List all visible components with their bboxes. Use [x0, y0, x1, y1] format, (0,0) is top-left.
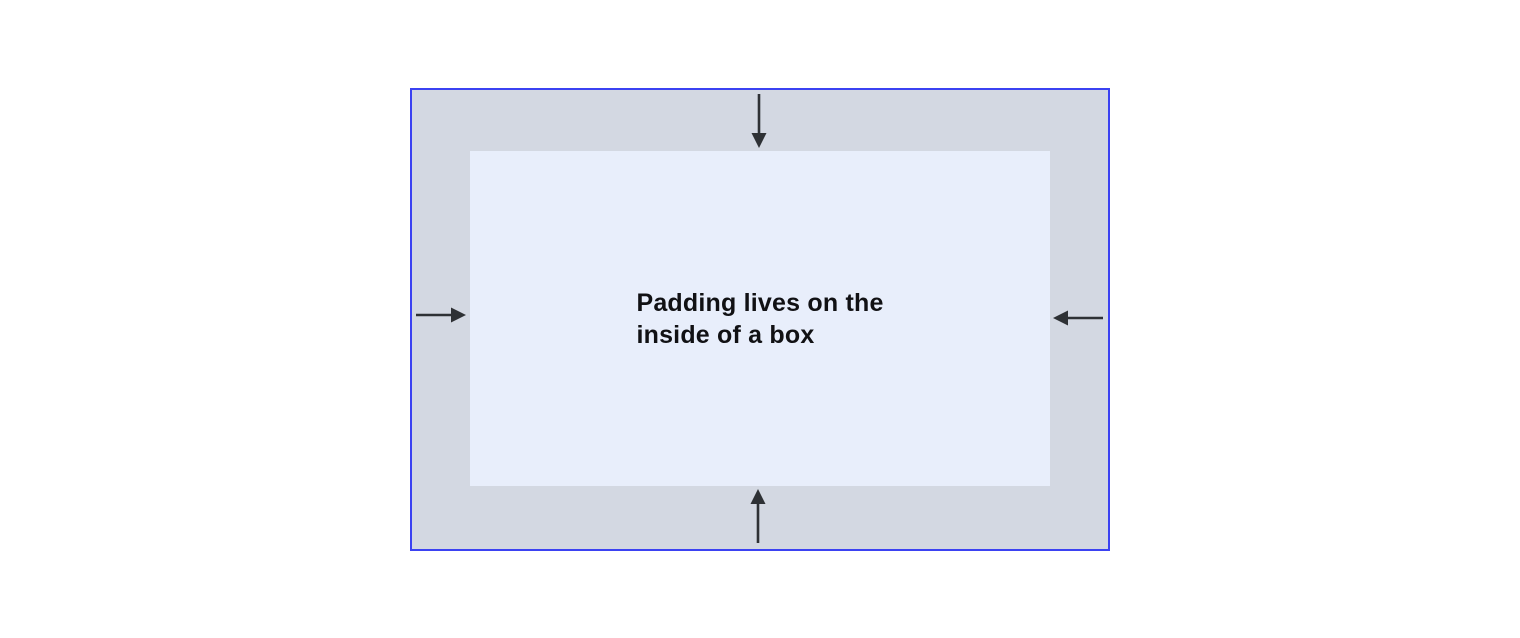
- diagram-label: Padding lives on the inside of a box: [636, 287, 883, 351]
- content-box: Padding lives on the inside of a box: [470, 151, 1050, 486]
- arrow-right-icon: [416, 306, 466, 324]
- arrow-down-icon: [750, 94, 768, 148]
- arrow-up-icon: [749, 489, 767, 543]
- label-line-1: Padding lives on the: [636, 288, 884, 317]
- label-line-2: inside of a box: [636, 320, 815, 349]
- arrow-left-icon: [1053, 309, 1103, 327]
- padded-box: Padding lives on the inside of a box: [410, 88, 1110, 551]
